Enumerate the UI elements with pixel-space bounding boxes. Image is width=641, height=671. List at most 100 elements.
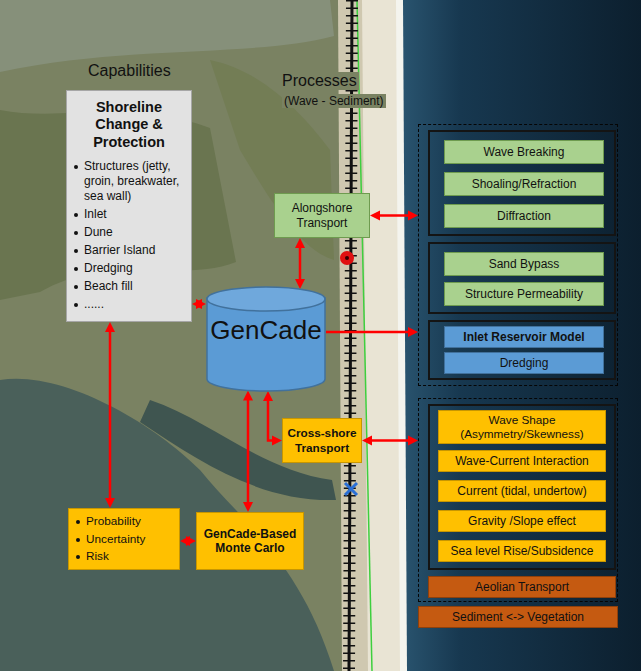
arrow-head — [243, 502, 253, 512]
text-holder: Shoaling/Refraction — [445, 177, 603, 191]
box-label: Sediment <-> Vegetation — [423, 610, 613, 624]
text-holder: Inlet Reservoir Model — [445, 330, 603, 344]
bullet-item: Probability — [73, 514, 175, 529]
link-line — [299, 244, 302, 283]
process-box: Sand Bypass — [444, 252, 604, 276]
bullet-item: Uncertainty — [73, 532, 175, 547]
box-label: Structure Permeability — [449, 287, 599, 301]
process-group: Inlet Reservoir ModelDredging — [428, 320, 616, 380]
box-label: Alongshore Transport — [279, 201, 365, 230]
section-label: Capabilities — [86, 62, 173, 80]
box-label: Gravity /Slope effect — [443, 514, 601, 528]
box-label: GenCade — [210, 316, 322, 346]
link-arrow — [295, 238, 305, 289]
bullet-item: Risk — [73, 549, 175, 564]
bullet-item: Dune — [71, 225, 187, 240]
red-marker — [340, 251, 354, 265]
arrow-head — [295, 238, 305, 248]
link-line — [247, 396, 250, 506]
link-line — [376, 214, 412, 217]
link-line — [326, 331, 412, 334]
bullet-item: Structures (jetty, groin, breakwater, se… — [71, 159, 187, 204]
arrow-head — [408, 436, 418, 446]
link-line — [109, 328, 112, 502]
process-box: Wave-Current Interaction — [438, 450, 606, 472]
process-box: Gravity /Slope effect — [438, 510, 606, 532]
box-label: Cross-shore Transport — [287, 426, 357, 454]
cylinder-top — [207, 287, 325, 311]
process-box: Cross-shore Transport — [282, 418, 362, 463]
process-box: Diffraction — [444, 204, 604, 228]
link-arrow — [370, 211, 418, 221]
link-arrow — [326, 327, 418, 337]
arrow-head — [263, 391, 273, 401]
red-marker-center — [345, 256, 349, 260]
process-box: Structure Permeability — [444, 282, 604, 306]
box-label: Sand Bypass — [449, 257, 599, 271]
text-holder: GenCade — [206, 286, 326, 346]
process-box: Wave Shape (Asymmetry/Skewness) — [438, 410, 606, 444]
arrow-head — [243, 390, 253, 400]
link-arrow — [243, 390, 253, 512]
box-label: Diffraction — [449, 209, 599, 223]
arrow-head — [105, 498, 115, 508]
process-box: Aeolian Transport — [428, 576, 616, 598]
surf-line — [396, 0, 407, 671]
inlet-box: Dredging — [444, 352, 604, 374]
text-holder: Current (tidal, undertow) — [439, 484, 605, 498]
text-holder: Gravity /Slope effect — [439, 514, 605, 528]
cylinder-body — [207, 298, 325, 391]
bullet-item: ...... — [71, 297, 187, 312]
process-box: Current (tidal, undertow) — [438, 480, 606, 502]
process-box: Alongshore Transport — [274, 193, 370, 238]
text-holder: Wave-Current Interaction — [439, 454, 605, 468]
text-holder: Shoreline Change & ProtectionStructures … — [67, 99, 191, 315]
link-line — [368, 439, 412, 442]
text-holder: ProbabilityUncertaintyRisk — [69, 511, 179, 567]
box-label: Current (tidal, undertow) — [443, 484, 601, 498]
link-arrow — [105, 322, 115, 508]
process-box: ProbabilityUncertaintyRisk — [68, 508, 180, 570]
box-label: GenCade-Based Monte Carlo — [201, 527, 299, 556]
text-holder: Sea level Rise/Subsidence — [439, 544, 605, 558]
process-box: GenCade-Based Monte Carlo — [196, 512, 304, 570]
process-box: Sea level Rise/Subsidence — [438, 540, 606, 562]
capability-box: Shoreline Change & ProtectionStructures … — [66, 90, 192, 322]
group-frame: Wave BreakingShoaling/RefractionDiffract… — [418, 124, 618, 386]
process-group: Wave BreakingShoaling/RefractionDiffract… — [428, 130, 616, 236]
bullet-item: Barrier Island — [71, 243, 187, 258]
text-holder: Sediment <-> Vegetation — [419, 610, 617, 624]
group-frame: Wave Shape (Asymmetry/Skewness) Wave-Curr… — [418, 398, 618, 602]
link-arrow — [180, 536, 196, 546]
link-arrow — [192, 299, 206, 309]
arrow-head — [362, 436, 372, 446]
model-cylinder: GenCade — [206, 286, 326, 392]
process-box: Wave Breaking — [444, 140, 604, 164]
arrow-head — [105, 322, 115, 332]
box-heading: Shoreline Change & Protection — [71, 99, 187, 151]
section-label: Processes — [280, 72, 359, 90]
text-holder: Structure Permeability — [445, 287, 603, 301]
box-label: Shoaling/Refraction — [449, 177, 599, 191]
blue-marker — [345, 483, 357, 495]
box-label: Aeolian Transport — [433, 580, 611, 594]
arrow-head — [272, 436, 282, 446]
box-label: Wave Breaking — [449, 145, 599, 159]
bullet-item: Inlet — [71, 207, 187, 222]
text-holder: Dredging — [445, 356, 603, 370]
bullet-item: Dredging — [71, 261, 187, 276]
ocean — [400, 0, 641, 671]
text-holder: Cross-shore Transport — [283, 426, 361, 454]
box-label: Inlet Reservoir Model — [449, 330, 599, 344]
arrow-head — [408, 327, 418, 337]
text-holder: Alongshore Transport — [275, 201, 369, 230]
link-arrow — [362, 436, 418, 446]
text-holder: Wave Breaking — [445, 145, 603, 159]
process-box: Sediment <-> Vegetation — [418, 606, 618, 628]
process-group: Wave Shape (Asymmetry/Skewness) Wave-Curr… — [428, 404, 616, 570]
arrow-head — [295, 279, 305, 289]
arrow-head — [192, 299, 202, 309]
arrow-head — [186, 536, 196, 546]
box-label: Dredging — [449, 356, 599, 370]
